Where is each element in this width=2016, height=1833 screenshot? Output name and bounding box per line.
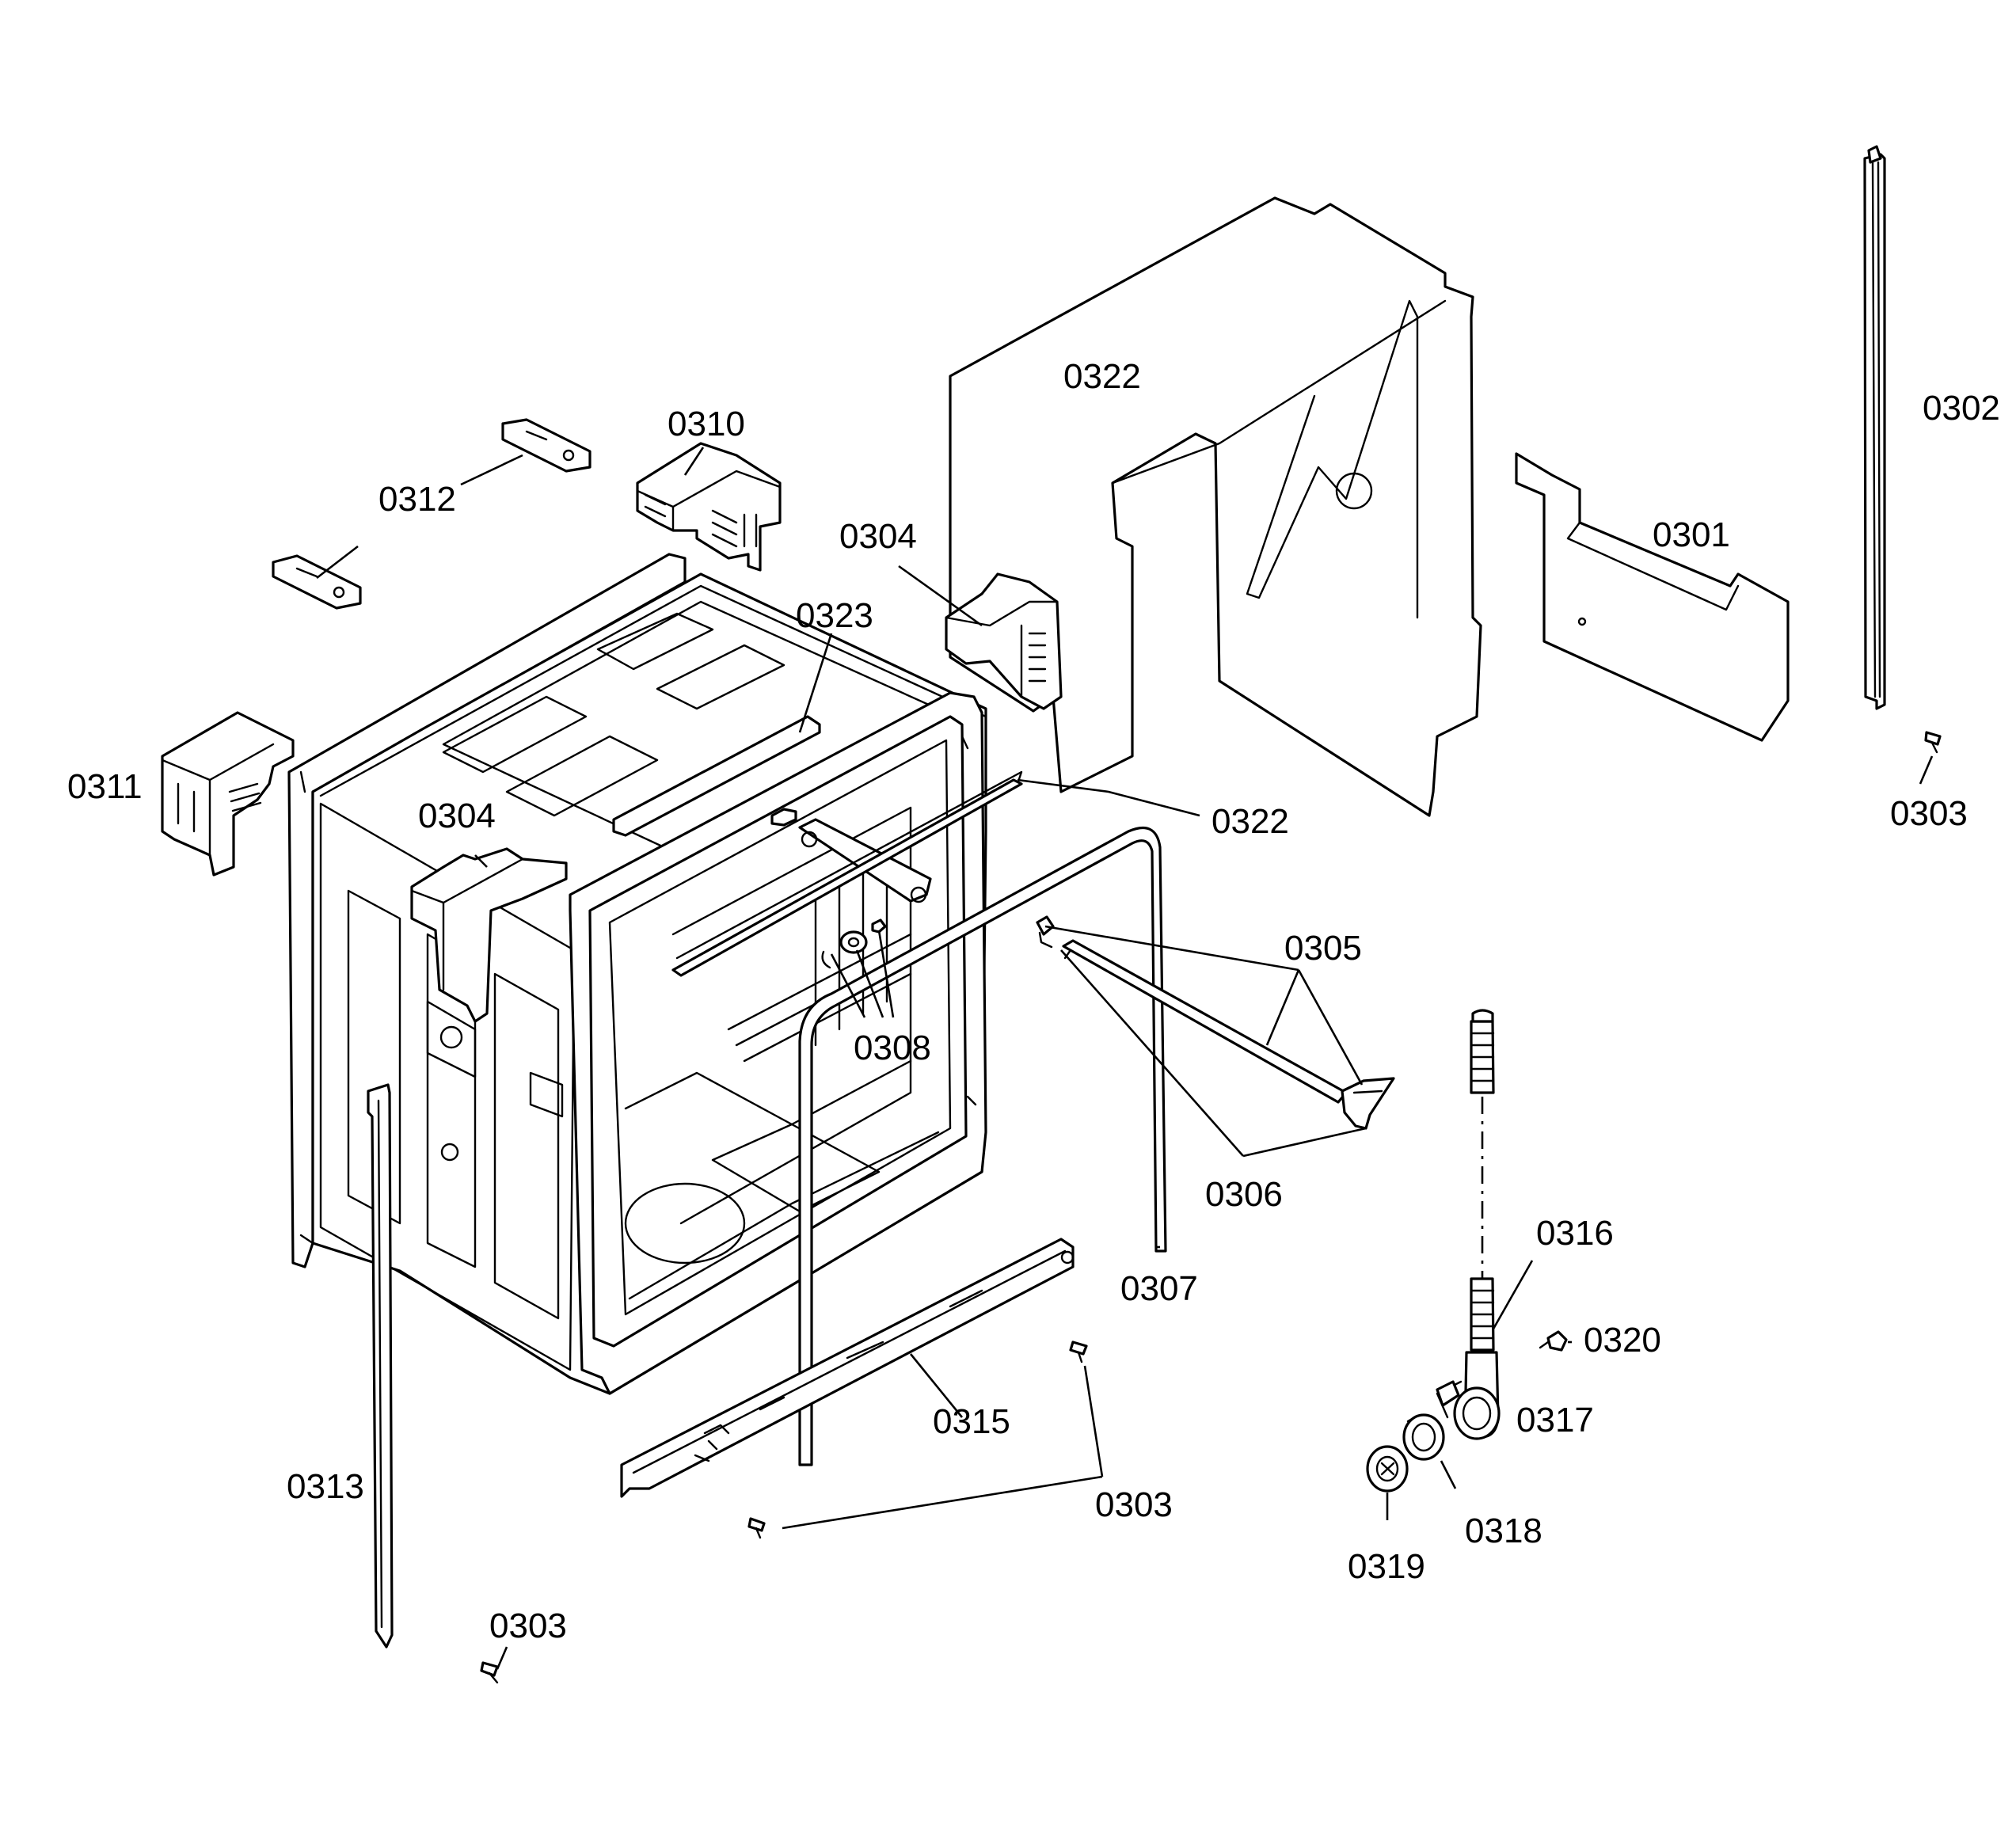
callout-0319: 0319 xyxy=(1348,1547,1425,1586)
part-0303-screw-mid xyxy=(1069,1341,1088,1363)
callout-0313: 0313 xyxy=(287,1467,364,1506)
callout-0322: 0322 xyxy=(1212,802,1289,841)
callout-0306: 0306 xyxy=(1205,1175,1283,1214)
callout-0315: 0315 xyxy=(933,1402,1010,1441)
leader-lines xyxy=(316,447,1934,1670)
part-0307-gasket xyxy=(798,827,1167,1466)
callout-0301: 0301 xyxy=(1653,515,1730,554)
callout-0310: 0310 xyxy=(668,405,745,443)
part-0304-bracket-lower xyxy=(410,847,568,1023)
part-0308-washers xyxy=(821,918,887,969)
callout-0304-upper: 0304 xyxy=(839,517,917,556)
part-0301-plate xyxy=(1515,452,1790,742)
part-0312-clip-upper xyxy=(501,418,591,473)
part-0320-screw xyxy=(1539,1330,1568,1352)
callout-0316: 0316 xyxy=(1536,1214,1614,1253)
callout-0303-right: 0303 xyxy=(1890,794,1968,833)
callout-0311: 0311 xyxy=(67,767,143,806)
part-tub xyxy=(287,553,1023,1395)
part-0310-hinge-bracket xyxy=(636,442,782,572)
callout-0303-mid: 0303 xyxy=(1095,1485,1173,1524)
part-0304-bracket-upper xyxy=(945,572,1063,710)
callout-0318: 0318 xyxy=(1465,1512,1542,1550)
part-0312-clip-lower xyxy=(272,554,362,610)
callout-0317: 0317 xyxy=(1516,1401,1594,1439)
part-0303-screw-right xyxy=(1924,731,1942,754)
part-0305-arm xyxy=(1036,915,1395,1130)
callout-labels: 0322 0302 0301 0303 0310 0312 0304 0323 … xyxy=(67,357,2000,1645)
part-0315-bottom-rail xyxy=(620,1238,1075,1498)
callout-0323: 0323 xyxy=(796,596,873,635)
part-0303-screw-bottom xyxy=(480,1661,499,1684)
callout-0308: 0308 xyxy=(854,1029,931,1067)
part-0302-vertical-strip xyxy=(1863,145,1886,710)
callout-0302: 0302 xyxy=(1923,389,2000,428)
part-0313-side-strip xyxy=(367,1083,394,1649)
callout-0305: 0305 xyxy=(1284,929,1362,968)
part-0319-cap xyxy=(1366,1445,1409,1493)
part-0303-screw-lower xyxy=(747,1517,766,1539)
callout-0320: 0320 xyxy=(1584,1321,1661,1360)
part-0311-hinge-bracket xyxy=(161,711,295,877)
callout-0307: 0307 xyxy=(1120,1269,1198,1308)
callout-0303-bottom: 0303 xyxy=(489,1607,567,1645)
callout-0304-lower: 0304 xyxy=(418,797,496,835)
callout-0312: 0312 xyxy=(378,480,456,519)
part-0322-rod xyxy=(671,778,1023,977)
callout-0321: 0322 xyxy=(1063,357,1141,396)
part-0321-insulation-panel xyxy=(949,196,1482,817)
part-0316-hose xyxy=(1470,1009,1495,1352)
part-0317-elbow xyxy=(1436,1351,1501,1440)
part-0318-ring xyxy=(1402,1413,1445,1461)
